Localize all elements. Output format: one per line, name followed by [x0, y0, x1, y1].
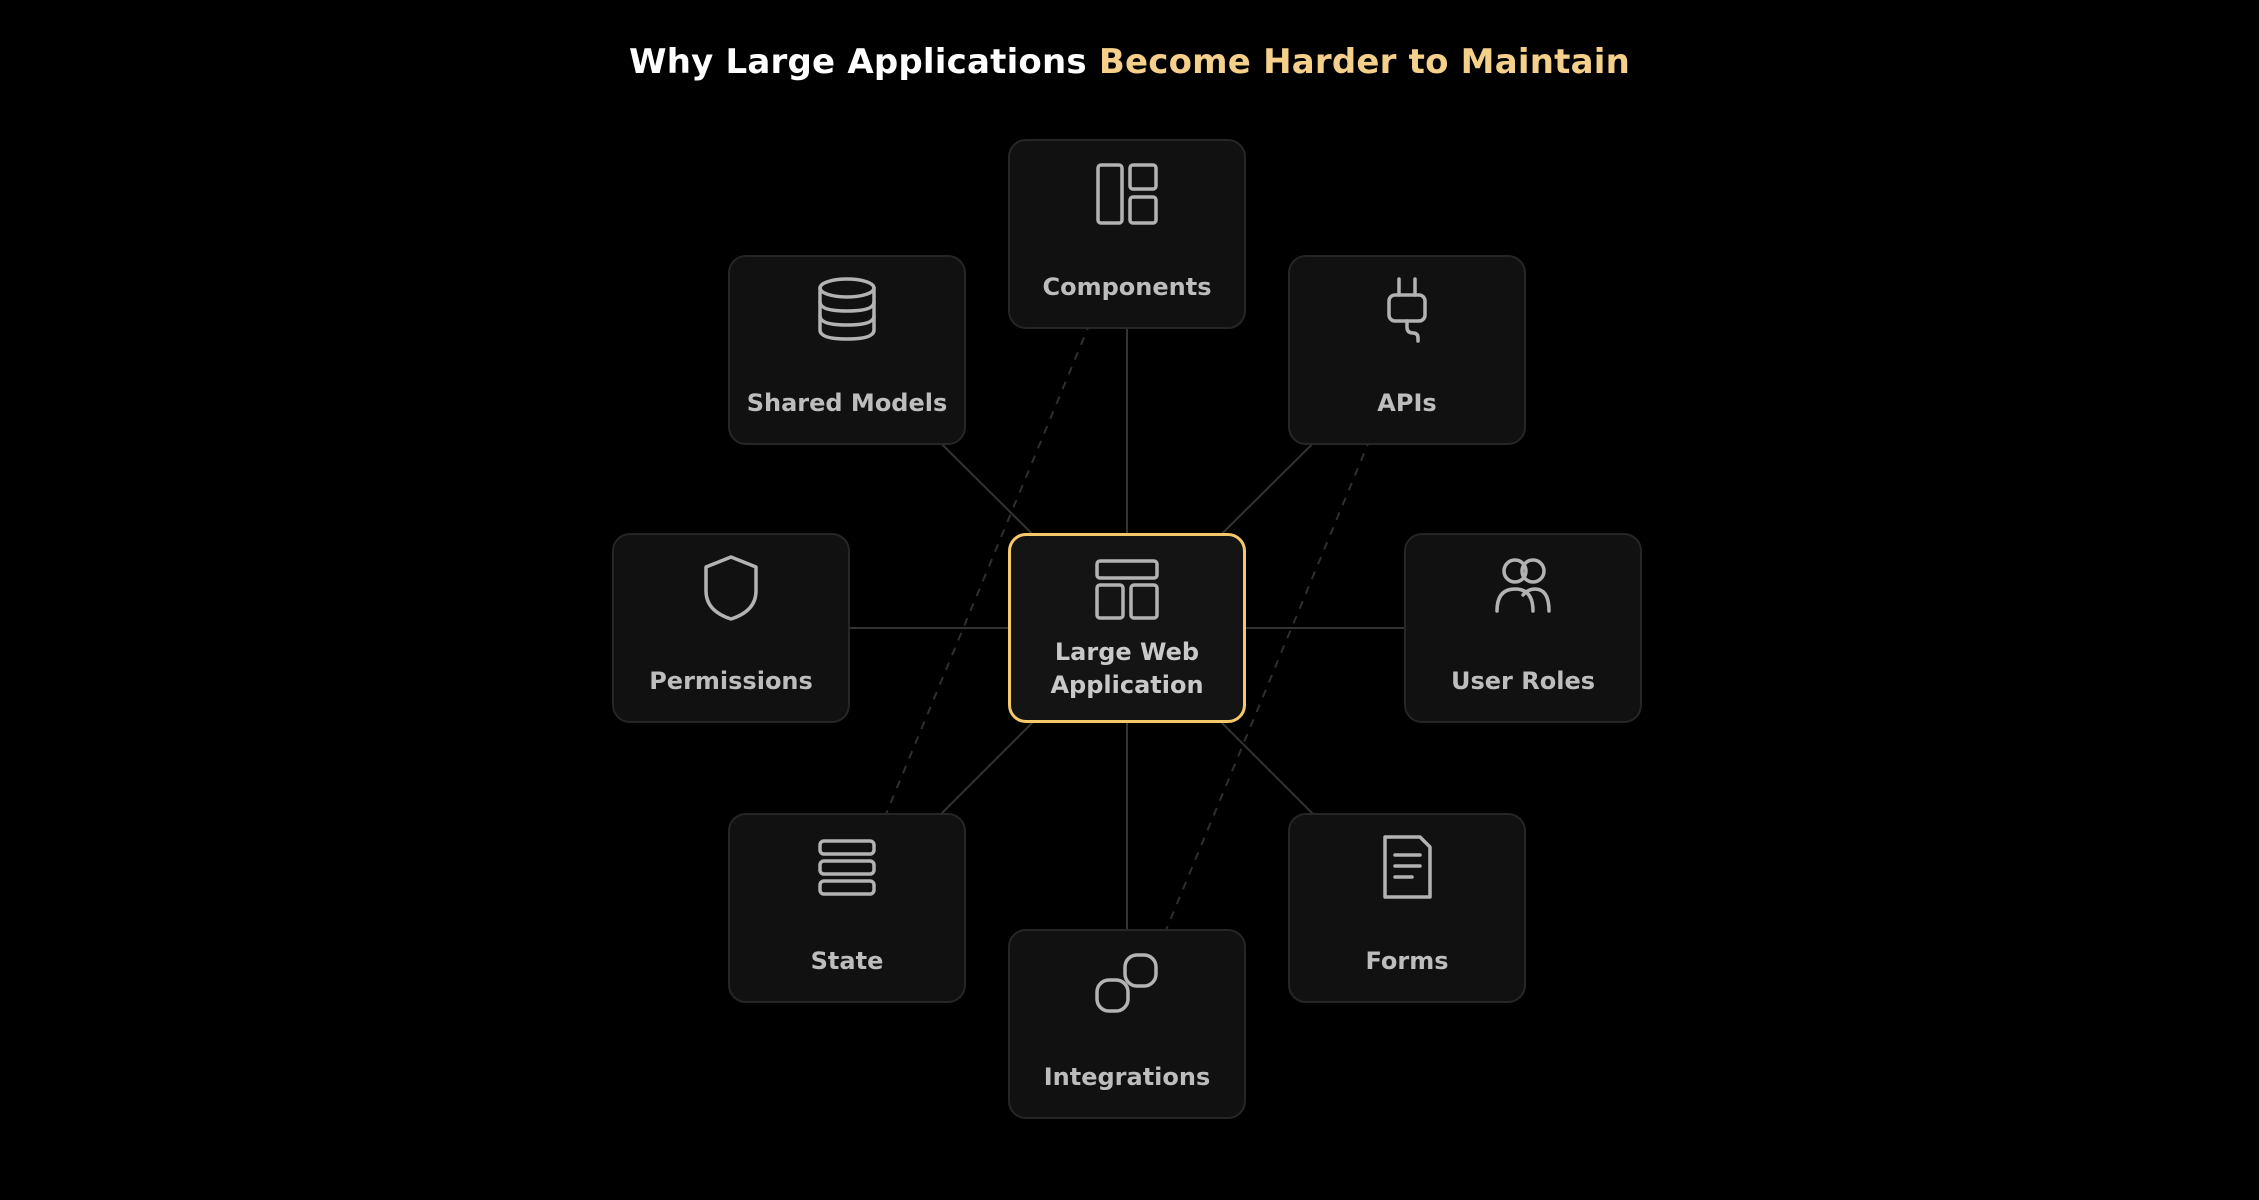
node-label: Shared Models — [746, 389, 948, 417]
plug-icon — [1372, 275, 1442, 345]
document-icon — [1372, 833, 1442, 903]
database-icon — [812, 275, 882, 345]
node-label: State — [810, 947, 884, 975]
stack-icon — [812, 833, 882, 903]
node-integrations: Integrations — [1008, 929, 1246, 1119]
link-icon — [1092, 949, 1162, 1019]
diagram-title: Why Large Applications Become Harder to … — [0, 42, 2259, 82]
node-label: Forms — [1365, 947, 1449, 975]
dashboard-panels-icon — [1092, 159, 1162, 229]
users-icon — [1488, 553, 1558, 623]
shield-icon — [696, 553, 766, 623]
node-label: Components — [1042, 273, 1212, 301]
connector-components-state — [846, 233, 1128, 909]
node-user-roles: User Roles — [1404, 533, 1642, 723]
title-main: Why Large Applications — [629, 42, 1099, 82]
layout-icon — [1092, 554, 1162, 624]
node-label: User Roles — [1451, 667, 1595, 695]
node-forms: Forms — [1288, 813, 1526, 1003]
node-apis: APIs — [1288, 255, 1526, 445]
node-label: APIs — [1377, 389, 1437, 417]
node-components: Components — [1008, 139, 1246, 329]
connector-apis-integrations — [1126, 349, 1408, 1025]
node-label: Permissions — [649, 667, 813, 695]
node-label: Integrations — [1043, 1063, 1211, 1091]
title-accent: Become Harder to Maintain — [1098, 42, 1630, 82]
node-state: State — [728, 813, 966, 1003]
node-permissions: Permissions — [612, 533, 850, 723]
node-shared-models: Shared Models — [728, 255, 966, 445]
